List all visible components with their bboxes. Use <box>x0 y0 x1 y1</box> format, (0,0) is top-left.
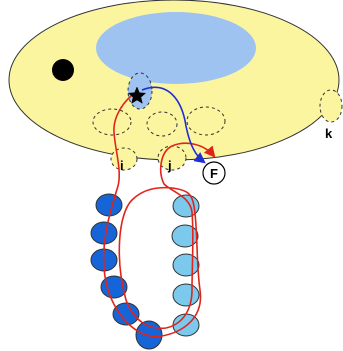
dashed-ellipse-i <box>111 148 137 170</box>
light-blue-bead-4 <box>173 284 199 306</box>
light-blue-bead-3 <box>173 254 199 276</box>
dashed-ellipse-right <box>187 107 225 135</box>
light-blue-bead-2 <box>172 225 198 247</box>
f-node-label: F <box>210 166 218 181</box>
label-i: i <box>120 158 124 173</box>
dark-blue-bead-1 <box>96 194 122 216</box>
dashed-ellipse-k <box>320 90 342 122</box>
black-dot <box>52 59 74 81</box>
inner-blue-region <box>96 12 256 84</box>
label-k: k <box>325 126 333 141</box>
dashed-ellipse-left <box>93 109 131 135</box>
label-j: j <box>167 158 172 173</box>
dark-blue-chain <box>91 194 162 349</box>
dashed-ellipse-center <box>147 112 177 136</box>
